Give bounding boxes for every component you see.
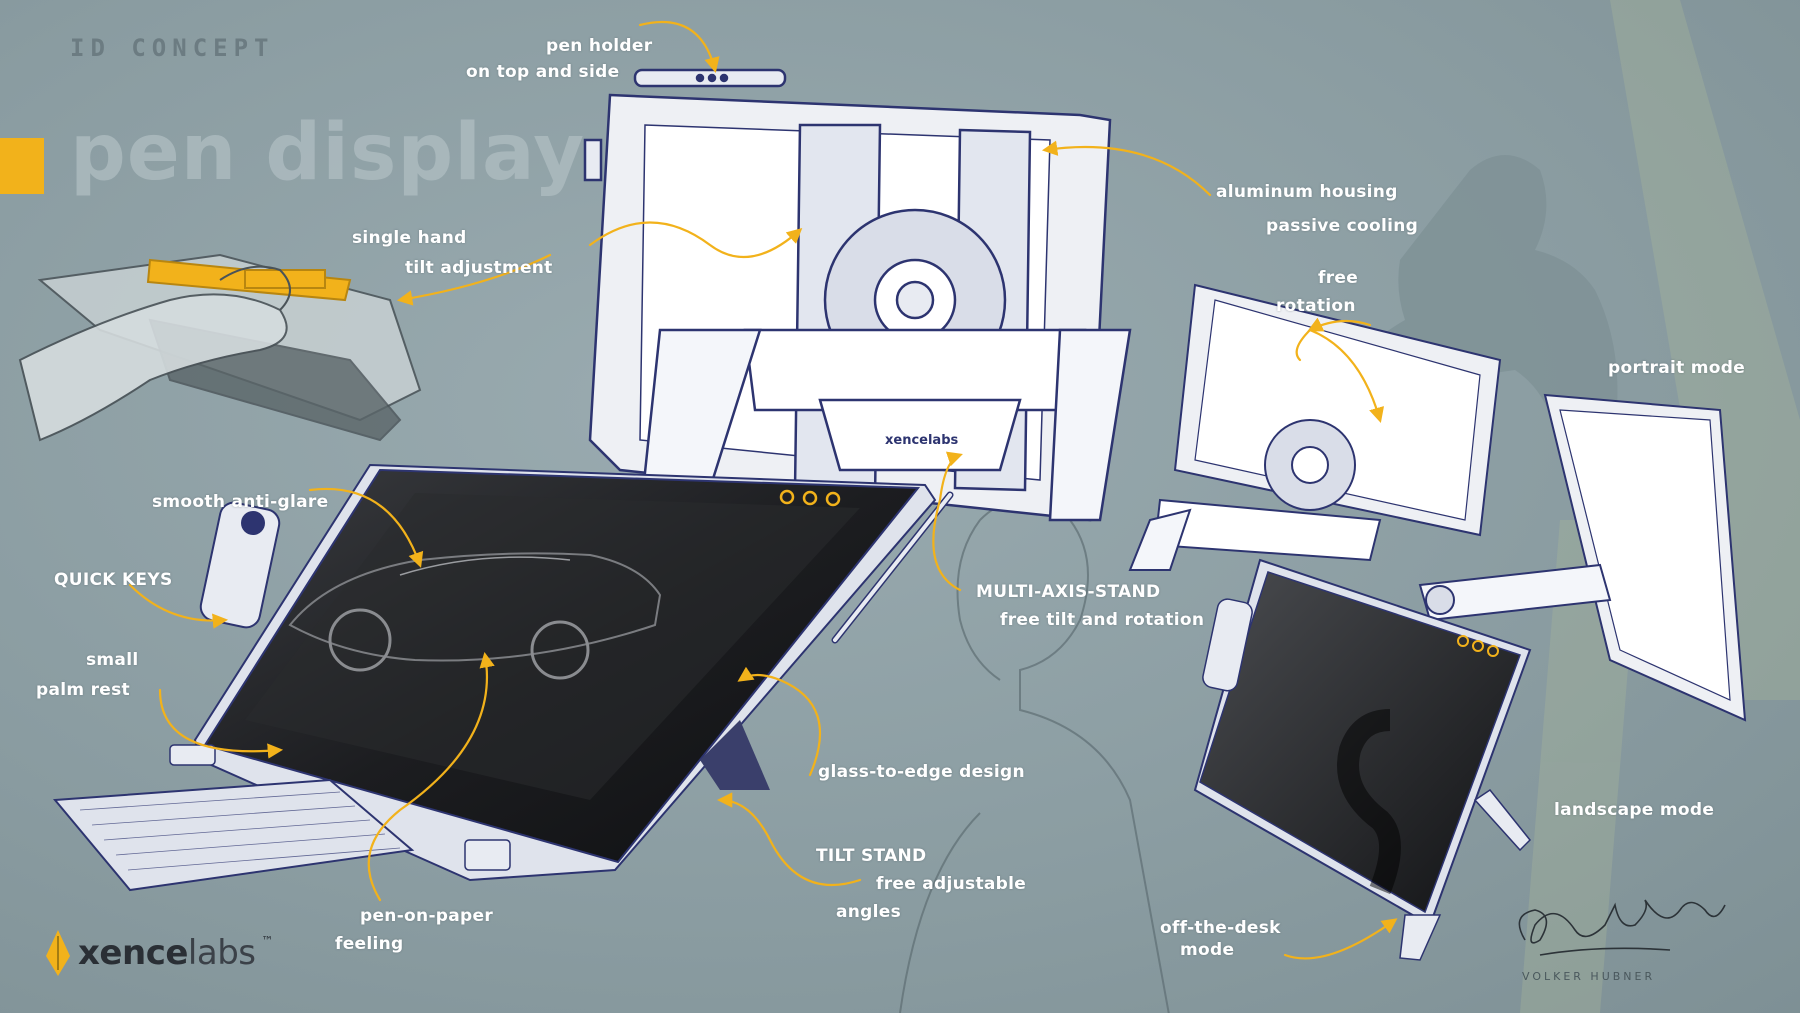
label-passive-cooling: passive cooling bbox=[1266, 216, 1419, 236]
label-landscape-mode: landscape mode bbox=[1554, 800, 1715, 820]
label-off-the-desk: off-the-desk bbox=[1160, 918, 1281, 938]
label-pen-holder-sub: on top and side bbox=[466, 62, 620, 82]
label-angles: angles bbox=[836, 902, 902, 922]
signature-name: VOLKER HUBNER bbox=[1522, 970, 1656, 983]
label-aluminum-housing: aluminum housing bbox=[1216, 182, 1398, 202]
person-silhouette-center bbox=[899, 499, 1170, 1013]
label-palm-rest: palm rest bbox=[36, 680, 130, 700]
sketch-hand-tilt bbox=[18, 253, 422, 442]
logo-text-bold: xence bbox=[78, 933, 188, 973]
brand-logo: xencelabs ™ bbox=[44, 930, 274, 976]
page-title: pen display bbox=[70, 108, 586, 198]
logo-trademark: ™ bbox=[261, 934, 274, 948]
label-quick-keys: QUICK KEYS bbox=[54, 570, 173, 590]
label-free-adjustable: free adjustable bbox=[876, 874, 1027, 894]
label-mode: mode bbox=[1180, 940, 1235, 960]
label-single-hand: single hand bbox=[352, 228, 467, 248]
label-multi-axis-stand: MULTI-AXIS-STAND bbox=[976, 582, 1161, 602]
sketch-display-rotation bbox=[1128, 283, 1502, 571]
label-pen-holder: pen holder bbox=[546, 36, 653, 56]
annotation-arrows bbox=[128, 20, 1398, 960]
signature-scribble bbox=[1518, 899, 1726, 956]
sketch-display-front bbox=[169, 463, 954, 882]
label-smooth-anti-glare: smooth anti-glare bbox=[152, 492, 329, 512]
label-rotation: rotation bbox=[1276, 296, 1356, 316]
label-glass-to-edge: glass-to-edge design bbox=[818, 762, 1025, 782]
device-brand-label-back: xencelabs bbox=[885, 433, 959, 448]
accent-bar bbox=[0, 138, 44, 194]
sketch-keyboard bbox=[52, 778, 415, 892]
label-small: small bbox=[86, 650, 139, 670]
label-pen-on-paper: pen-on-paper bbox=[360, 906, 494, 926]
label-free: free bbox=[1318, 268, 1359, 288]
sketch-display-portrait bbox=[1418, 393, 1747, 722]
label-free-tilt-rotation: free tilt and rotation bbox=[1000, 610, 1205, 630]
label-tilt-adjustment: tilt adjustment bbox=[405, 258, 553, 278]
label-tilt-stand: TILT STAND bbox=[816, 846, 927, 866]
sparkle-pen-nib-icon bbox=[46, 930, 70, 976]
sketch-display-landscape bbox=[1193, 558, 1532, 961]
label-feeling: feeling bbox=[335, 934, 404, 954]
label-portrait-mode: portrait mode bbox=[1608, 358, 1746, 378]
section-kicker: ID CONCEPT bbox=[70, 34, 275, 62]
sketch-display-back-view bbox=[583, 68, 1132, 522]
logo-text-thin: labs bbox=[187, 933, 256, 973]
